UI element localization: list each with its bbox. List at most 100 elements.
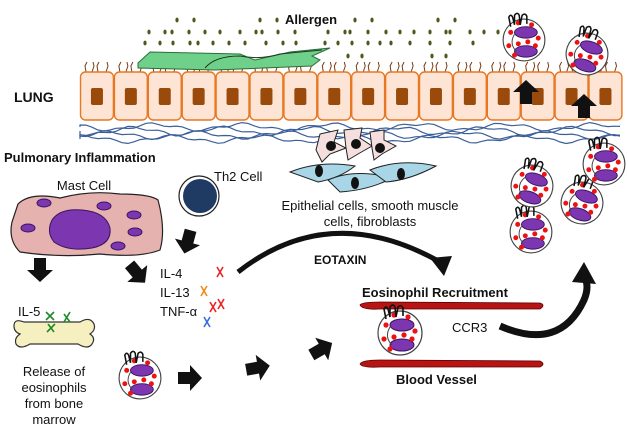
cilium bbox=[125, 61, 129, 73]
allergen-particle bbox=[281, 40, 285, 46]
allergen-particle bbox=[346, 53, 350, 59]
cilium bbox=[444, 61, 448, 73]
cilium bbox=[512, 61, 516, 73]
cilium bbox=[614, 61, 618, 73]
cilium bbox=[321, 61, 325, 73]
allergen-particle bbox=[187, 29, 191, 35]
mucus-layer bbox=[137, 47, 331, 71]
lung-label: LUNG bbox=[14, 89, 54, 105]
allergen-particle bbox=[353, 17, 357, 23]
vessel-wall-bottom bbox=[359, 359, 544, 368]
cilium bbox=[401, 61, 405, 73]
epithelial-nucleus bbox=[599, 88, 612, 105]
allergen-particle bbox=[366, 40, 370, 46]
cilium bbox=[525, 61, 529, 73]
eosinophil-recruitment-label: Eosinophil Recruitment bbox=[362, 285, 509, 300]
allergen-particle bbox=[428, 40, 432, 46]
epithelial-nucleus bbox=[396, 88, 409, 105]
allergen-particle bbox=[293, 29, 297, 35]
eosinophil-in-vessel bbox=[377, 304, 423, 356]
allergen-particle bbox=[448, 29, 452, 35]
cilium bbox=[532, 61, 536, 73]
cilium bbox=[96, 61, 100, 73]
allergen-particle bbox=[276, 29, 280, 35]
allergen-particle bbox=[260, 29, 264, 35]
travel-arrow-1 bbox=[178, 365, 202, 391]
allergen-particle bbox=[336, 40, 340, 46]
pulmonary-inflammation-label: Pulmonary Inflammation bbox=[4, 150, 156, 165]
vessel-wall-top bbox=[359, 301, 544, 310]
allergen-particle bbox=[143, 40, 147, 46]
cilium bbox=[105, 61, 109, 73]
cilium bbox=[84, 61, 88, 73]
allergen-particle bbox=[158, 40, 162, 46]
blood-vessel-label: Blood Vessel bbox=[396, 372, 477, 387]
bone bbox=[13, 318, 96, 348]
mast-cell bbox=[10, 192, 164, 257]
allergen-particle bbox=[398, 29, 402, 35]
allergen-particle bbox=[471, 40, 475, 46]
cilium bbox=[389, 61, 393, 73]
allergen-particle bbox=[370, 17, 374, 23]
allergen-particle bbox=[211, 40, 215, 46]
eotaxin-arrowhead bbox=[430, 256, 452, 276]
eosinophil-released bbox=[118, 350, 162, 400]
bone-release-line3: from bone bbox=[25, 396, 84, 411]
allergen-particle bbox=[192, 17, 196, 23]
cilium bbox=[355, 61, 359, 73]
allergen-particle bbox=[468, 29, 472, 35]
eotaxin-arrow-curve bbox=[236, 230, 442, 274]
epithelial-nucleus bbox=[531, 88, 544, 105]
allergen-particle bbox=[482, 29, 486, 35]
allergen-particle bbox=[343, 29, 347, 35]
arrow-mast-to-il5 bbox=[27, 258, 53, 282]
allergen-particle bbox=[196, 40, 200, 46]
epithelial-nucleus bbox=[90, 88, 103, 105]
allergen-particle bbox=[203, 29, 207, 35]
mast-cell-label: Mast Cell bbox=[57, 178, 111, 193]
cytokine-tnf-alpha: TNF-α bbox=[160, 304, 198, 319]
epithelial-nucleus bbox=[226, 88, 239, 105]
allergen-particle bbox=[227, 40, 231, 46]
epithelial-nucleus bbox=[158, 88, 171, 105]
epithelial-nucleus bbox=[328, 88, 341, 105]
allergen-particle bbox=[348, 29, 352, 35]
ccr3-label: CCR3 bbox=[452, 320, 487, 335]
cilium bbox=[537, 61, 541, 73]
epithelial-nucleus bbox=[565, 88, 578, 105]
allergen-particle bbox=[453, 17, 457, 23]
cilium bbox=[503, 61, 507, 73]
allergen-particle bbox=[444, 53, 448, 59]
cilium bbox=[362, 61, 366, 73]
cilium bbox=[430, 61, 434, 73]
cilium bbox=[491, 61, 495, 73]
th2-cell bbox=[178, 175, 220, 217]
cilium bbox=[333, 61, 337, 73]
cilium bbox=[118, 61, 122, 73]
allergen-particle bbox=[294, 40, 298, 46]
allergen-particle bbox=[444, 29, 448, 35]
bone-release-line1: Release of bbox=[23, 364, 86, 379]
cilium bbox=[546, 61, 550, 73]
cilium bbox=[498, 61, 502, 73]
cilium bbox=[478, 61, 482, 73]
structural-cells-label-line2: cells, fibroblasts bbox=[324, 214, 417, 229]
allergen-particle bbox=[384, 29, 388, 35]
structural-cells bbox=[288, 127, 438, 193]
epithelial-nucleus bbox=[429, 88, 442, 105]
structural-cells-label-line1: Epithelial cells, smooth muscle bbox=[281, 198, 458, 213]
cilium bbox=[342, 61, 346, 73]
cilium bbox=[604, 61, 608, 73]
allergen-particle bbox=[218, 29, 222, 35]
eotaxin-label: EOTAXIN bbox=[314, 253, 366, 267]
cilium bbox=[423, 61, 427, 73]
eosinophil-tissue-4 bbox=[582, 136, 626, 186]
il4-marker bbox=[216, 266, 224, 278]
th2-cell-label: Th2 Cell bbox=[214, 169, 263, 184]
cilium bbox=[396, 61, 400, 73]
eosinophil-tissue-2 bbox=[504, 153, 562, 214]
allergen-particle bbox=[350, 40, 354, 46]
cytokine-il4: IL-4 bbox=[160, 266, 182, 281]
exit-arrow-curve bbox=[498, 274, 591, 339]
